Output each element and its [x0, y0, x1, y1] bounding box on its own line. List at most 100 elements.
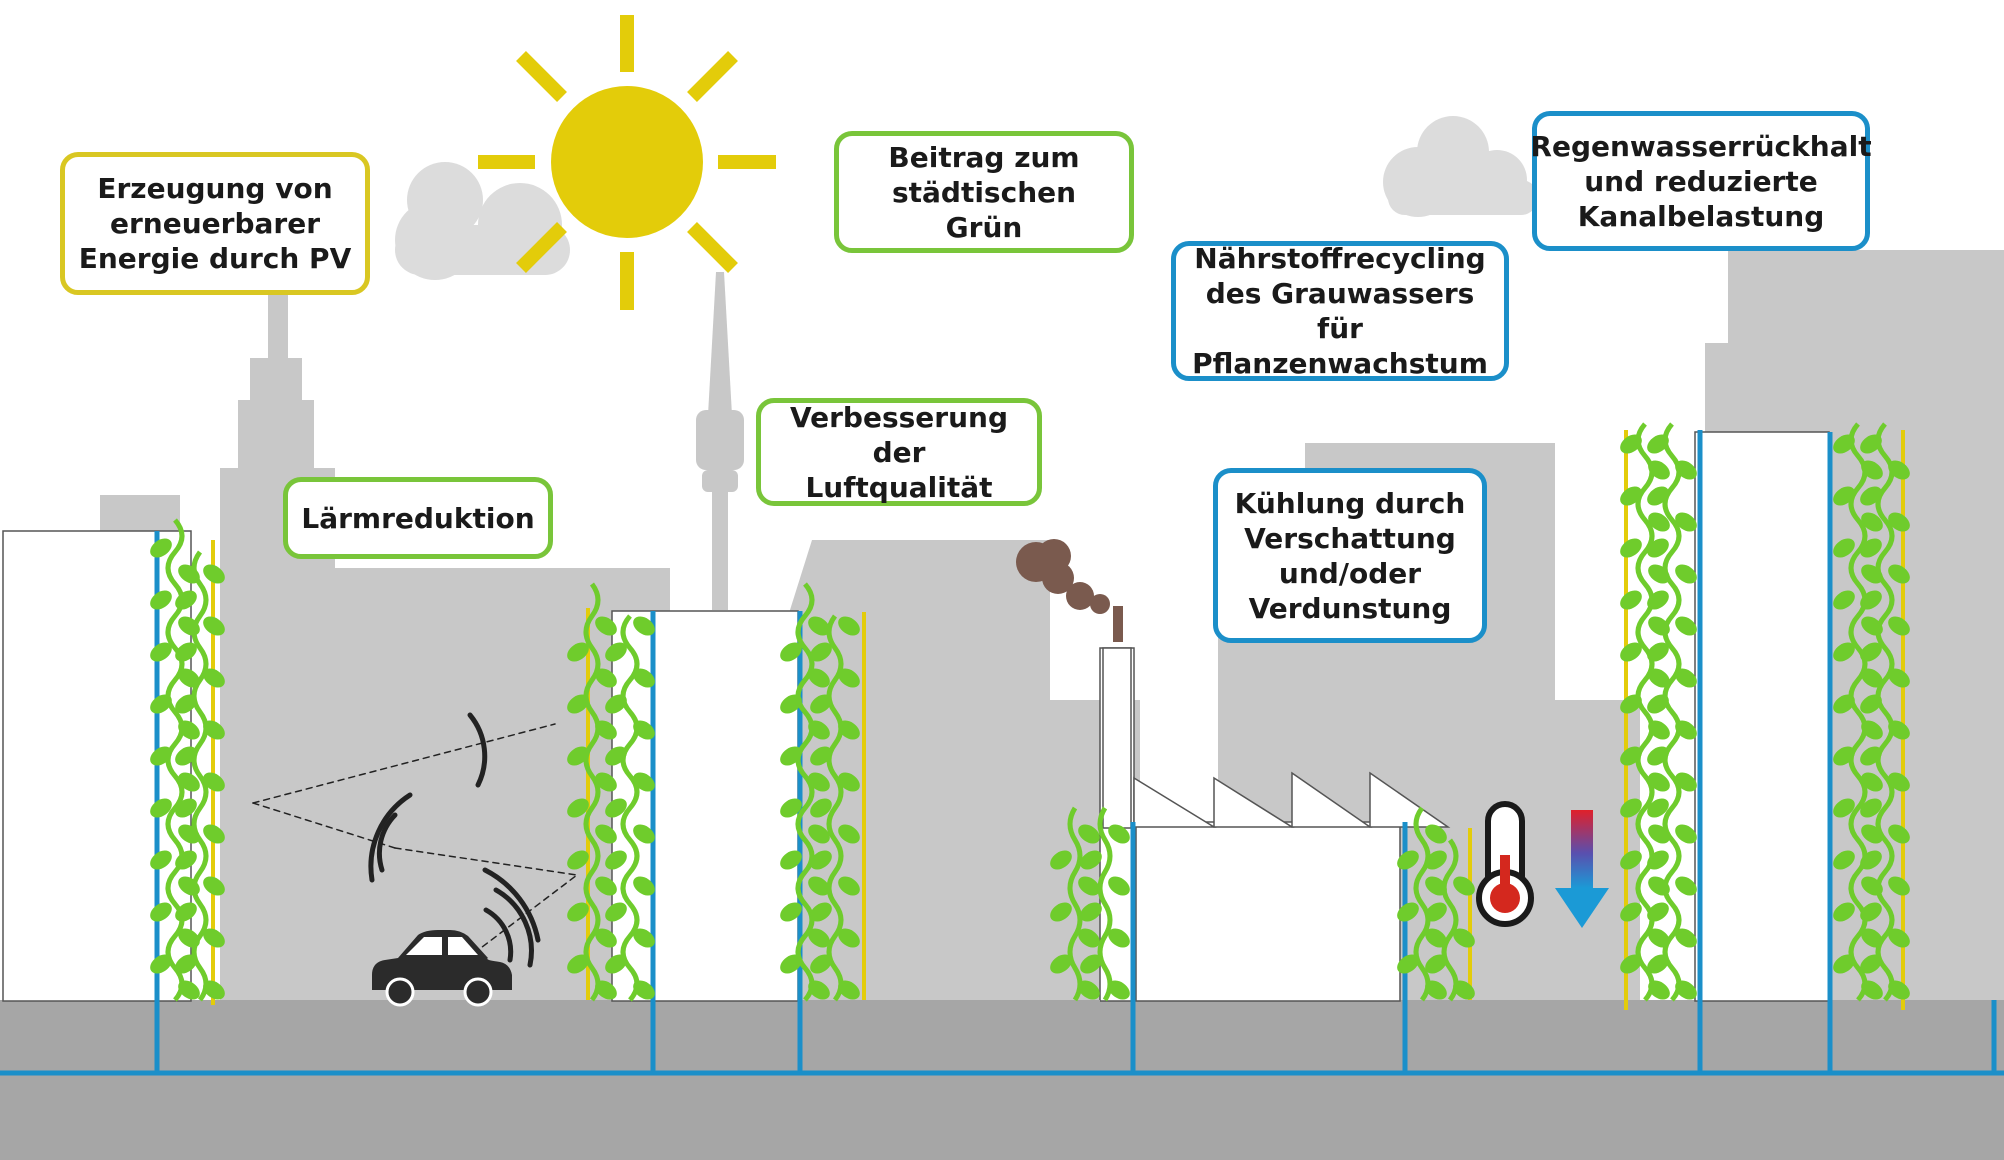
label-urban-green: Beitrag zum städtischen Grün — [834, 131, 1134, 253]
vine-leaf — [1620, 850, 1642, 870]
vine-leaf — [1647, 954, 1669, 974]
vine-leaf — [1078, 876, 1100, 896]
vine-leaf — [1675, 928, 1697, 948]
sun-icon — [478, 15, 776, 310]
vine-plant — [1647, 422, 1697, 1002]
vine-leaf — [1080, 954, 1102, 974]
vine-leaf — [605, 642, 627, 662]
label-pv-energy: Erzeugung von erneuerbarer Energie durch… — [60, 152, 370, 295]
vine-leaf — [178, 668, 200, 688]
vine-leaf — [1620, 486, 1642, 506]
vine-leaf — [1861, 460, 1883, 480]
vine-stem — [583, 582, 601, 1002]
vine-leaf — [1620, 746, 1642, 766]
vine-leaf — [203, 928, 225, 948]
vine-leaf — [203, 564, 225, 584]
vine-leaf — [1080, 902, 1102, 922]
vine-plant — [1425, 838, 1475, 1002]
vine-leaf — [838, 720, 860, 740]
vine-leaf — [1425, 954, 1447, 974]
vine-leaf — [1078, 824, 1100, 844]
vine-leaf — [150, 902, 172, 922]
vine-leaf — [1888, 720, 1910, 740]
vine-plant — [1860, 422, 1910, 1002]
vine-leaf — [1620, 538, 1642, 558]
vine-leaf — [175, 850, 197, 870]
vine-stem — [1635, 422, 1655, 1002]
vine-leaf — [150, 746, 172, 766]
vine-stem — [795, 582, 815, 1002]
smoke-icon — [1016, 539, 1123, 642]
vine-leaf — [567, 694, 589, 714]
vine-leaf — [633, 876, 655, 896]
vine-leaf — [1620, 434, 1642, 454]
vine-leaf — [567, 642, 589, 662]
vine-leaf — [1833, 642, 1855, 662]
vine-leaf — [1620, 590, 1642, 610]
vine-leaf — [808, 720, 830, 740]
vine-stem — [620, 614, 640, 1002]
vine-leaf — [175, 798, 197, 818]
vine-leaf — [150, 538, 172, 558]
vine-leaf — [1860, 902, 1882, 922]
vine-leaf — [1648, 928, 1670, 948]
vine-leaf — [1647, 434, 1669, 454]
vine-leaf — [1833, 434, 1855, 454]
vine-leaf — [1108, 980, 1130, 1000]
vine-leaf — [150, 694, 172, 714]
vine-leaf — [1833, 590, 1855, 610]
vine-leaf — [567, 798, 589, 818]
vine-leaf — [175, 590, 197, 610]
vine-leaf — [1860, 434, 1882, 454]
vine-leaf — [1647, 590, 1669, 610]
vine-leaf — [567, 902, 589, 922]
vine-leaf — [1647, 850, 1669, 870]
vine-leaf — [838, 616, 860, 636]
ground — [0, 1000, 2004, 1160]
vine-leaf — [838, 824, 860, 844]
vine-leaf — [1861, 772, 1883, 792]
vine-stem — [1441, 838, 1459, 1002]
vine-leaf — [808, 616, 830, 636]
vine-leaf — [1078, 980, 1100, 1000]
vine-leaf — [203, 720, 225, 740]
vine-leaf — [605, 902, 627, 922]
vine-leaf — [1888, 824, 1910, 844]
vine-leaf — [203, 980, 225, 1000]
vine-leaf — [595, 824, 617, 844]
vine-leaf — [1861, 720, 1883, 740]
vine-leaf — [1648, 772, 1670, 792]
vine-leaf — [1425, 824, 1447, 844]
vine-stem — [1662, 422, 1682, 1002]
vine-leaf — [150, 954, 172, 974]
car-icon — [372, 930, 512, 1007]
vine-leaf — [605, 850, 627, 870]
vine-leaf — [1648, 460, 1670, 480]
vine-leaf — [1425, 902, 1447, 922]
vine-leaf — [567, 746, 589, 766]
vine-leaf — [178, 720, 200, 740]
vine-leaf — [1050, 902, 1072, 922]
vine-leaf — [1675, 460, 1697, 480]
vine-leaf — [1675, 564, 1697, 584]
vine-leaf — [1860, 642, 1882, 662]
vine-stem — [1875, 422, 1895, 1002]
vine-leaf — [1888, 980, 1910, 1000]
vine-leaf — [780, 642, 802, 662]
vine-leaf — [1108, 928, 1130, 948]
vine-leaf — [150, 590, 172, 610]
vine-leaf — [1050, 954, 1072, 974]
vine-leaf — [633, 616, 655, 636]
vine-leaf — [567, 850, 589, 870]
vine-leaf — [1647, 798, 1669, 818]
label-rainwater-retention: Regenwasserrückhalt und reduzierte Kanal… — [1530, 111, 1872, 251]
vine-plant — [1080, 806, 1130, 1002]
vine-leaf — [780, 902, 802, 922]
vine-plant — [1833, 422, 1883, 1002]
vine-leaf — [780, 746, 802, 766]
vine-leaf — [1833, 746, 1855, 766]
vine-leaf — [780, 798, 802, 818]
tv-tower-icon — [696, 272, 744, 610]
vine-leaf — [1861, 512, 1883, 532]
